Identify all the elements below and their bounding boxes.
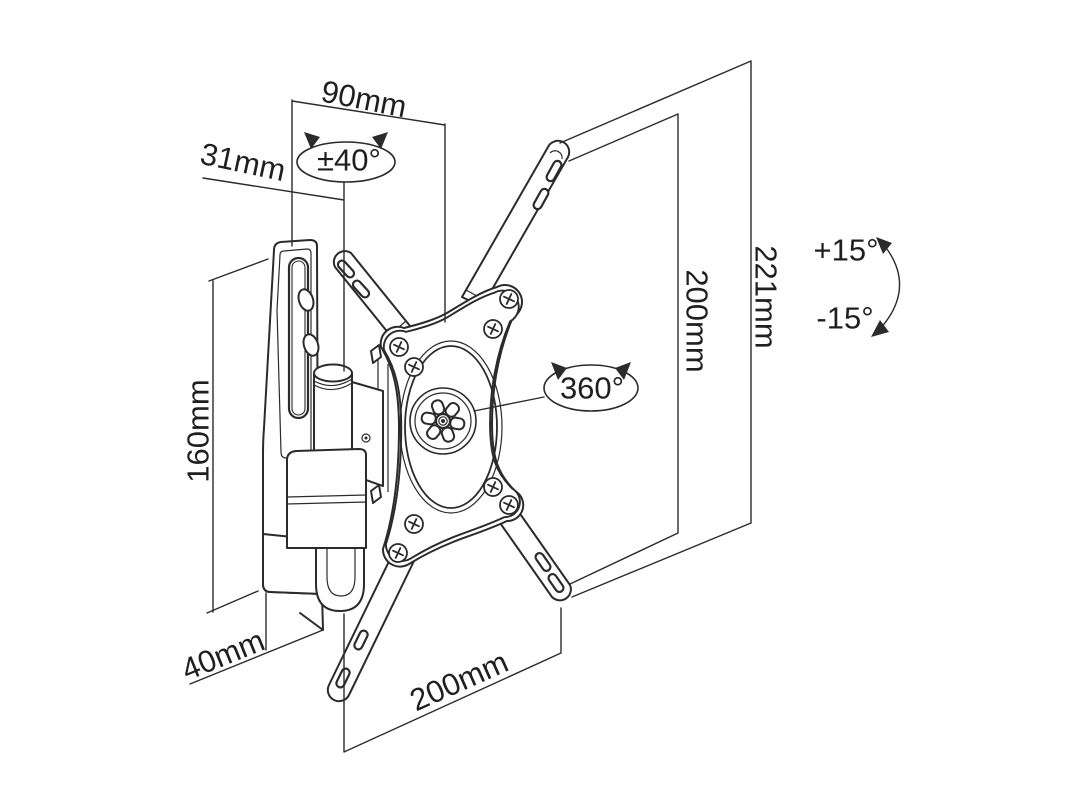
- tilt-arrow-up-icon: [876, 237, 892, 254]
- swivel-angle-label: ±40°: [317, 143, 381, 178]
- swivel-ellipse: [296, 141, 396, 183]
- dimension-label-221mm: 221mm: [749, 245, 784, 348]
- dim-160mm: 160mm: [181, 258, 269, 614]
- tilt-down-label: -15°: [816, 301, 873, 336]
- vesa-plate: [379, 284, 525, 568]
- swivel-annotation: ±40°: [296, 132, 396, 372]
- plate-boss-outer-ring: [399, 340, 503, 514]
- dim-31mm: 31mm: [197, 136, 345, 201]
- dimension-label-200mm-horizontal: 200mm: [405, 644, 514, 718]
- tilt-up-label: +15°: [814, 233, 879, 268]
- dimension-label-90mm: 90mm: [318, 74, 409, 125]
- vesa-arm-top-left: [332, 250, 411, 341]
- rotation-360-label: 360°: [560, 371, 624, 406]
- swivel-cylinder: [313, 363, 353, 459]
- dimension-label-31mm: 31mm: [197, 136, 289, 188]
- tilt-arc: [879, 244, 901, 330]
- hook-barrel: [315, 547, 365, 612]
- hub-grommet: [420, 399, 466, 443]
- tilt-arrow-down-icon: [871, 320, 889, 337]
- tilt-annotation: +15° -15°: [814, 233, 901, 337]
- vesa-arm-top-right: [461, 139, 571, 308]
- rotation-arrow-left-icon: [551, 362, 567, 380]
- wall-plate-hole: [297, 288, 315, 312]
- swivel-arrow-right-icon: [372, 132, 388, 149]
- plate-boss-ring: [404, 345, 498, 509]
- dimension-label-200mm-vertical: 200mm: [680, 269, 715, 372]
- vesa-arm-bottom-left: [326, 550, 415, 703]
- phillips-screws: [388, 289, 519, 563]
- dim-40mm: 40mm: [177, 592, 324, 688]
- rotation-arrow-right-icon: [615, 362, 631, 380]
- dimension-label-40mm: 40mm: [177, 623, 270, 688]
- vesa-arm-bottom-right: [497, 507, 572, 602]
- hinge-screw: [361, 433, 371, 443]
- mount-bracket: [262, 139, 572, 703]
- lower-housing: [262, 448, 367, 612]
- dim-200mm-vertical: 200mm: [568, 113, 715, 585]
- dim-221mm: 221mm: [559, 60, 784, 598]
- hub-ring: [409, 387, 477, 455]
- rotation-ellipse: [543, 364, 639, 412]
- rotation-annotation: 360°: [473, 362, 639, 412]
- wall-plate-hole: [302, 333, 320, 357]
- swivel-arrow-left-icon: [304, 132, 320, 149]
- dimension-label-160mm: 160mm: [181, 379, 216, 482]
